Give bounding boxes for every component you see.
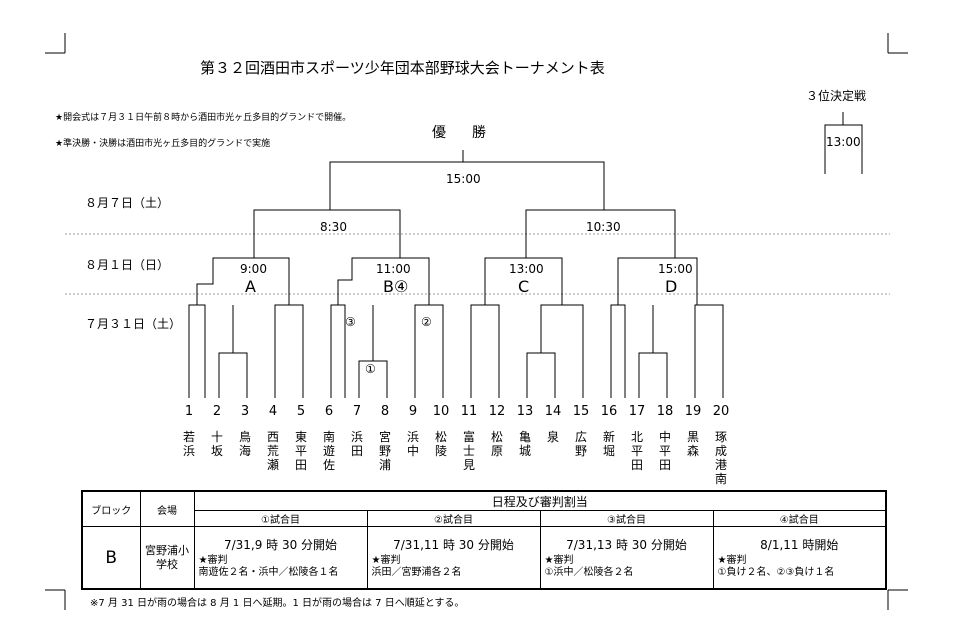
team-name: 浜田 <box>350 430 363 458</box>
game-2-start: 7/31,11 時 30 分開始 <box>393 538 514 552</box>
block-c-time: 13:00 <box>509 262 544 276</box>
team-number: 10 <box>432 404 450 419</box>
team-name: 松陵 <box>434 430 447 458</box>
game-1-label: ①試合目 <box>193 510 368 527</box>
game-4-referee-label: ★審判 <box>717 555 747 566</box>
team-name: 広野 <box>574 430 587 458</box>
team-number: 8 <box>380 404 390 419</box>
game-1-cell: 7/31,9 時 30 分開始 ★審判 南遊佐２名・浜中／松陵各１名 <box>193 526 368 590</box>
game-2-cell: 7/31,11 時 30 分開始 ★審判 浜田／宮野浦各２名 <box>366 526 541 590</box>
game-3-label: ③試合目 <box>539 510 714 527</box>
note-opening-ceremony: ★開会式は７月３１日午前８時から酒田市光ヶ丘多目的グランドで開催。 <box>55 113 352 123</box>
team-name: 鳥海 <box>238 430 251 458</box>
block-a-time: 9:00 <box>240 262 267 276</box>
game-3-referee: ①浜中／松陵各２名 <box>544 567 634 578</box>
schedule-block: B <box>81 526 141 590</box>
team-number: 11 <box>460 404 478 419</box>
date-aug1: ８月１日（日） <box>85 258 170 272</box>
team-number: 20 <box>712 404 730 419</box>
team-name: 西荒瀬 <box>266 430 279 472</box>
third-place-label: ３位決定戦 <box>806 89 867 103</box>
semifinal-time-left: 8:30 <box>320 220 347 234</box>
header-venue: 会場 <box>139 490 195 527</box>
team-name: 北平田 <box>630 430 643 472</box>
team-number: 2 <box>212 404 222 419</box>
team-number: 7 <box>352 404 362 419</box>
block-b-label: B④ <box>383 277 409 296</box>
block-a-label: A <box>245 277 256 296</box>
game-3-cell: 7/31,13 時 30 分開始 ★審判 ①浜中／松陵各２名 <box>539 526 714 590</box>
team-number: 4 <box>268 404 278 419</box>
team-number: 9 <box>408 404 418 419</box>
team-number: 19 <box>684 404 702 419</box>
game-1-referee-label: ★審判 <box>198 555 228 566</box>
team-name: 十坂 <box>210 430 223 458</box>
date-jul31: ７月３１日（土） <box>85 317 182 331</box>
block-c-label: C <box>518 277 530 296</box>
page-title: 第３２回酒田市スポーツ少年団本部野球大会トーナメント表 <box>200 59 605 77</box>
game-2-referee-label: ★審判 <box>371 555 401 566</box>
semifinal-time-right: 10:30 <box>586 220 621 234</box>
game-2-label: ②試合目 <box>366 510 541 527</box>
team-number: 16 <box>600 404 618 419</box>
game-marker-3: ③ <box>345 315 356 329</box>
game-4-referee: ①負け２名、②③負け１名 <box>717 567 835 578</box>
team-number: 6 <box>324 404 334 419</box>
team-number: 14 <box>544 404 562 419</box>
game-4-start: 8/1,11 時開始 <box>760 538 839 552</box>
team-name: 亀城 <box>518 430 531 458</box>
team-name: 新堀 <box>602 430 615 458</box>
game-3-referee-label: ★審判 <box>544 555 574 566</box>
header-schedule-title: 日程及び審判割当 <box>193 490 887 511</box>
team-name: 泉 <box>546 430 559 444</box>
final-label: 優勝 <box>432 125 512 141</box>
block-d-label: D <box>665 277 678 296</box>
team-number: 15 <box>572 404 590 419</box>
date-aug7: ８月７日（土） <box>85 196 170 210</box>
final-time: 15:00 <box>446 172 481 186</box>
team-name: 富士見 <box>462 430 475 472</box>
team-name: 琢成港南 <box>714 430 727 486</box>
team-name: 松原 <box>490 430 503 458</box>
block-b-time: 11:00 <box>376 262 411 276</box>
game-4-cell: 8/1,11 時開始 ★審判 ①負け２名、②③負け１名 <box>712 526 887 590</box>
team-number: 3 <box>240 404 250 419</box>
team-number: 17 <box>628 404 646 419</box>
team-number: 13 <box>516 404 534 419</box>
game-2-referee: 浜田／宮野浦各２名 <box>371 567 462 578</box>
team-name: 中平田 <box>658 430 671 472</box>
team-name: 南遊佐 <box>322 430 335 472</box>
game-4-label: ④試合目 <box>712 510 887 527</box>
team-number: 5 <box>296 404 306 419</box>
schedule-venue: 宮野浦小学校 <box>139 526 195 590</box>
team-name: 宮野浦 <box>378 430 391 472</box>
team-name: 若浜 <box>182 430 195 458</box>
footnote: ※7 月 31 日が雨の場合は 8 月 1 日へ延期。1 日が雨の場合は 7 日… <box>90 598 465 609</box>
team-name: 東平田 <box>294 430 307 472</box>
game-1-start: 7/31,9 時 30 分開始 <box>223 538 338 552</box>
header-block: ブロック <box>81 490 141 527</box>
game-marker-1: ① <box>365 362 376 376</box>
block-d-time: 15:00 <box>658 262 693 276</box>
third-place-time: 13:00 <box>826 135 861 149</box>
game-marker-2: ② <box>421 315 432 329</box>
team-number: 1 <box>184 404 194 419</box>
team-number: 18 <box>656 404 674 419</box>
schedule-table: ブロック 会場 日程及び審判割当 ①試合目 ②試合目 ③試合目 ④試合目 B 宮… <box>81 490 888 590</box>
note-semifinal-venue: ★準決勝・決勝は酒田市光ヶ丘多目的グランドで実施 <box>55 139 271 149</box>
team-name: 黒森 <box>686 430 699 458</box>
game-1-referee: 南遊佐２名・浜中／松陵各１名 <box>198 567 339 578</box>
team-name: 浜中 <box>406 430 419 458</box>
team-number: 12 <box>488 404 506 419</box>
game-3-start: 7/31,13 時 30 分開始 <box>566 538 687 552</box>
